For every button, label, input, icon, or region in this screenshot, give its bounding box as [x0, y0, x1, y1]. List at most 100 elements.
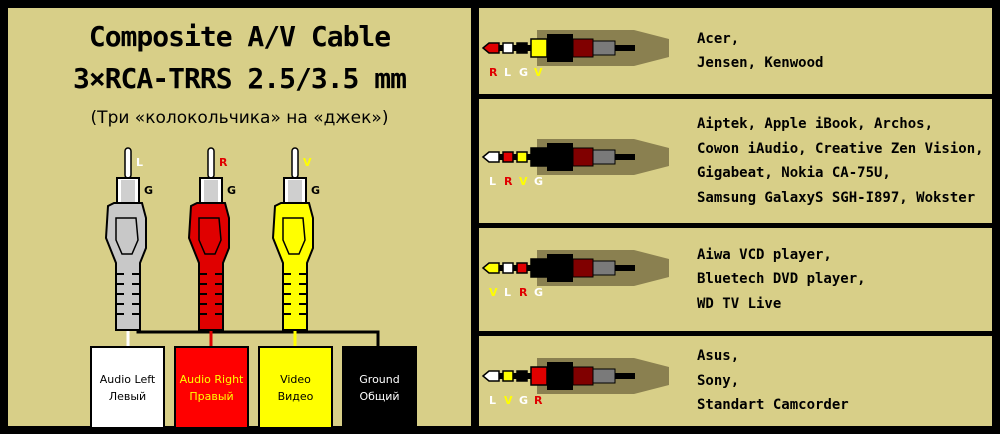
device-list: Acer, Jensen, Kenwood [697, 27, 823, 76]
trrs-jack [481, 358, 669, 394]
pin-label: L [489, 394, 497, 407]
jack-sleeve [530, 38, 548, 58]
device-name: Asus, [697, 348, 740, 365]
device-name: Samsung GalaxyS SGH-I897, Wokster [697, 189, 976, 206]
plug-ground-label: G [311, 184, 320, 197]
signal-box-line1: Video [280, 372, 311, 386]
plug-tip-label: R [219, 156, 228, 169]
wire-group [126, 298, 380, 348]
trrs-jack [481, 250, 669, 286]
jack-ring-1 [502, 151, 514, 163]
jack-insulator [513, 154, 517, 160]
ground-wire [136, 298, 380, 348]
jack-insulator [513, 265, 517, 271]
jack-body-band [572, 258, 594, 278]
jack-insulator [499, 45, 503, 51]
plug-ground-label: G [227, 184, 236, 197]
device-list: Aiptek, Apple iBook, Archos, Cowon iAudio… [697, 112, 984, 210]
jack-ring-1 [502, 42, 514, 54]
rca-body [187, 202, 230, 331]
device-list: Aiwa VCD player, Bluetech DVD player, WD T… [697, 243, 866, 317]
pin-label: R [504, 175, 513, 188]
rca-body [104, 202, 147, 331]
jack-tip [481, 151, 500, 163]
jack-ring-2 [516, 262, 528, 274]
jack-collar [547, 362, 573, 390]
subtitle: (Три «колокольчика» на «джек») [90, 108, 389, 128]
jack-ring-2 [516, 42, 528, 54]
device-name: Aiptek, Apple iBook, Archos, [697, 116, 934, 132]
jack-cable [615, 373, 635, 379]
pin-label: R [534, 394, 543, 407]
trrs-jack [481, 30, 669, 66]
jack-sleeve [530, 147, 548, 167]
pin-label: G [519, 394, 529, 407]
pin-label: V [519, 175, 528, 188]
rca-plug: RG [187, 147, 236, 331]
jack-tip [481, 370, 500, 382]
jack-body-band [572, 38, 594, 58]
jack-cable [615, 265, 635, 271]
device-name: Cowon iAudio, Creative Zen Vision, [697, 140, 984, 157]
jack-insulator [499, 373, 503, 379]
device-name: Gigabeat, Nokia CA-75U, [697, 165, 891, 181]
device-name: Standart Camcorder [697, 397, 849, 414]
jack-body-metal [592, 260, 616, 276]
device-name: Sony, [697, 372, 740, 389]
jack-body-metal [592, 40, 616, 56]
device-name: WD TV Live [697, 295, 782, 312]
rca-body [271, 202, 314, 331]
pin-label: G [519, 66, 529, 79]
jack-tip [481, 42, 500, 54]
jack-tip [481, 262, 500, 274]
pin-label: R [489, 66, 498, 79]
jack-insulator [527, 265, 531, 271]
pin-label: L [489, 175, 497, 188]
jack-insulator [527, 154, 531, 160]
signal-box-line2: Общий [359, 389, 400, 403]
rca-body-detail [198, 217, 222, 255]
pin-label: G [534, 286, 544, 299]
jack-body-band [572, 366, 594, 386]
plug-tip-label: L [136, 156, 143, 169]
title-line-2: 3×RCA-TRRS 2.5/3.5 mm [72, 62, 407, 95]
jack-insulator [499, 154, 503, 160]
jack-sleeve [530, 258, 548, 278]
jack-collar [547, 34, 573, 62]
jack-collar [547, 143, 573, 171]
jack-ring-1 [502, 262, 514, 274]
jack-body-metal [592, 149, 616, 165]
jack-cable [615, 154, 635, 160]
jack-insulator [513, 373, 517, 379]
pin-label: V [534, 66, 543, 79]
jack-insulator [513, 45, 517, 51]
pin-label: V [504, 394, 513, 407]
device-name: Bluetech DVD player, [697, 271, 866, 288]
plug-tip-label: V [303, 156, 312, 169]
rca-tip-pin [207, 147, 215, 179]
trrs-jack [481, 139, 669, 175]
pin-label: L [504, 66, 512, 79]
device-name: Acer, [697, 30, 740, 47]
rca-plug: LG [104, 147, 153, 331]
pin-label: L [504, 286, 512, 299]
signal-box-line1: Audio Left [99, 372, 156, 386]
rca-plug: VG [271, 147, 320, 331]
jack-ring-2 [516, 151, 528, 163]
signal-box-line1: Audio Right [179, 372, 244, 386]
jack-collar [547, 254, 573, 282]
device-name: Aiwa VCD player, [697, 246, 832, 263]
pin-label: R [519, 286, 528, 299]
jack-insulator [499, 265, 503, 271]
jack-cable [615, 45, 635, 51]
device-name: Jensen, Kenwood [697, 55, 824, 71]
